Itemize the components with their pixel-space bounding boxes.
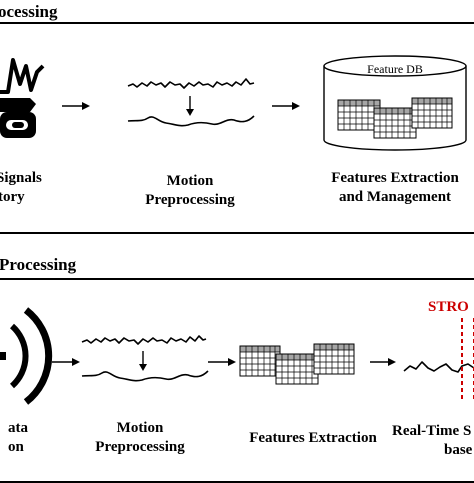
top-mid-label-line1: Motion [166,173,214,189]
bottom-features-label: Features Extraction [249,430,377,446]
bottom-section-header: Processing [0,255,77,274]
bottom-right-label-line1: Real-Time S [392,423,472,439]
top-section-frame [0,22,474,234]
bottom-right-label-line2: base [444,442,473,458]
bottom-left-label-line2: on [8,439,24,455]
top-section-header: ocessing [0,2,58,21]
bottom-left-label-line1: ata [8,420,28,436]
top-right-label-line2: and Management [338,189,452,205]
bottom-mid-label-line2: Preprocessing [95,439,185,455]
strong-label: STRO [428,299,469,315]
top-right-label-line1: Features Extraction [331,170,459,186]
feature-db-label: Feature DB [367,62,423,76]
top-left-label-line1: Signals [0,170,42,186]
bottom-mid-label-line1: Motion [116,420,164,436]
top-mid-label-line2: Preprocessing [145,192,235,208]
top-left-label-line2: tory [0,189,25,205]
